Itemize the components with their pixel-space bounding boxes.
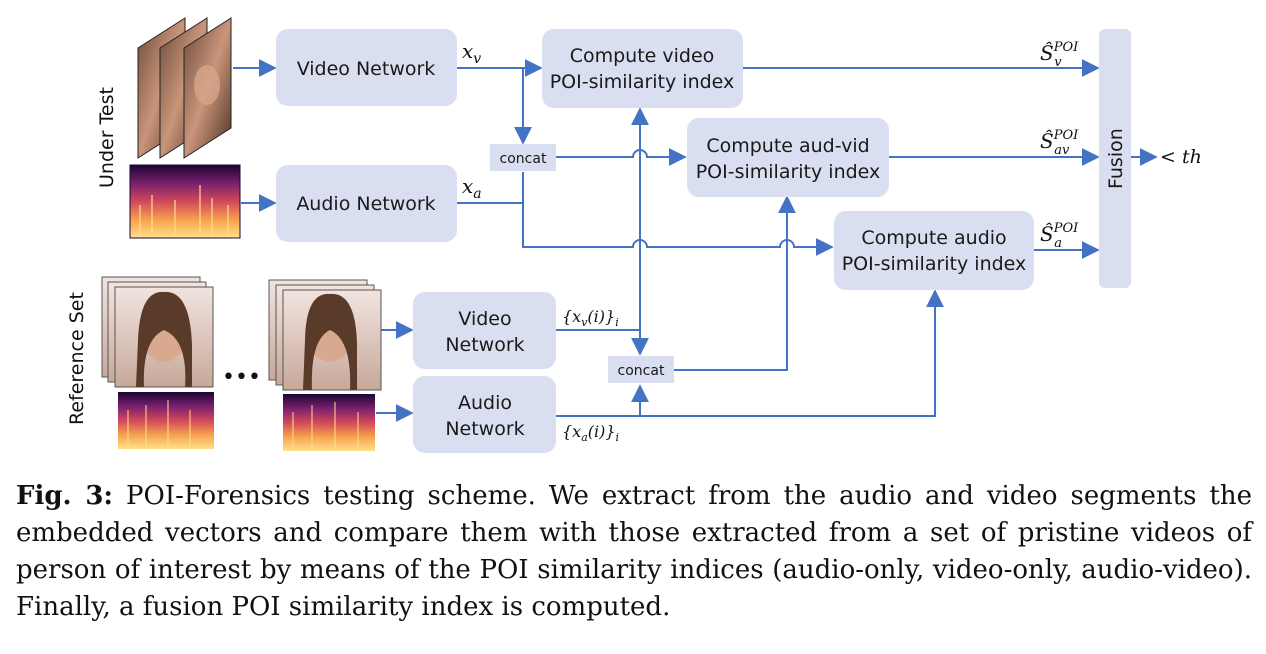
fusion-box: Fusion [1099, 29, 1131, 288]
concat-top-label: concat [500, 151, 547, 167]
caption-label: Fig. 3: [16, 481, 114, 511]
reference-set-label: Reference Set [66, 292, 88, 425]
ref-spectrogram-image-1 [118, 392, 214, 449]
compute-audvid-line2: POI-similarity index [696, 161, 881, 183]
concat-bottom-label: concat [618, 363, 665, 379]
under-test-label: Under Test [96, 87, 118, 188]
audio-network-label: Audio Network [296, 193, 435, 215]
xa-label: xa [462, 174, 482, 202]
audio-network-box: Audio Network [276, 165, 457, 242]
compute-audio-line2: POI-similarity index [842, 253, 1027, 275]
threshold-label: < th [1160, 146, 1202, 168]
ref-spectrogram-image-2 [283, 394, 375, 451]
fusion-label: Fusion [1105, 128, 1127, 189]
compute-video-line2: POI-similarity index [550, 71, 735, 93]
ref-audio-network-box: Audio Network [413, 376, 556, 453]
video-network-box: Video Network [276, 29, 457, 106]
video-network-label: Video Network [297, 58, 436, 80]
xv-label: xv [462, 39, 481, 67]
compute-audvid-box: Compute aud-vid POI-similarity index [687, 118, 889, 197]
ref-xa-label: {xa(i)}i [562, 422, 619, 444]
compute-audvid-line1: Compute aud-vid [706, 135, 869, 157]
ref-video-network-box: Video Network [413, 292, 556, 369]
ref-video-network-line1: Video [458, 308, 511, 330]
figure-caption: Fig. 3: POI-Forensics testing scheme. We… [16, 478, 1252, 626]
concat-top-box: concat [490, 144, 556, 171]
ref-face-frames-image-2 [268, 279, 382, 391]
poi-forensics-diagram: Under Test Reference Set ••• [66, 17, 1202, 453]
ref-video-network-line2: Network [445, 334, 524, 356]
test-spectrogram-image [129, 164, 241, 239]
compute-audio-line1: Compute audio [861, 227, 1006, 249]
concat-bottom-box: concat [608, 356, 674, 383]
test-video-frames-image [137, 17, 232, 159]
ref-audio-network-line2: Network [445, 418, 524, 440]
ellipsis: ••• [222, 365, 261, 390]
ref-audio-network-line1: Audio [458, 392, 512, 414]
caption-text: POI-Forensics testing scheme. We extract… [16, 481, 1253, 622]
ref-xv-label: {xv(i)}i [562, 307, 619, 329]
ref-face-frames-image-1 [101, 276, 214, 388]
compute-audio-box: Compute audio POI-similarity index [834, 211, 1034, 290]
compute-video-box: Compute video POI-similarity index [542, 29, 743, 108]
compute-video-line1: Compute video [570, 45, 715, 67]
